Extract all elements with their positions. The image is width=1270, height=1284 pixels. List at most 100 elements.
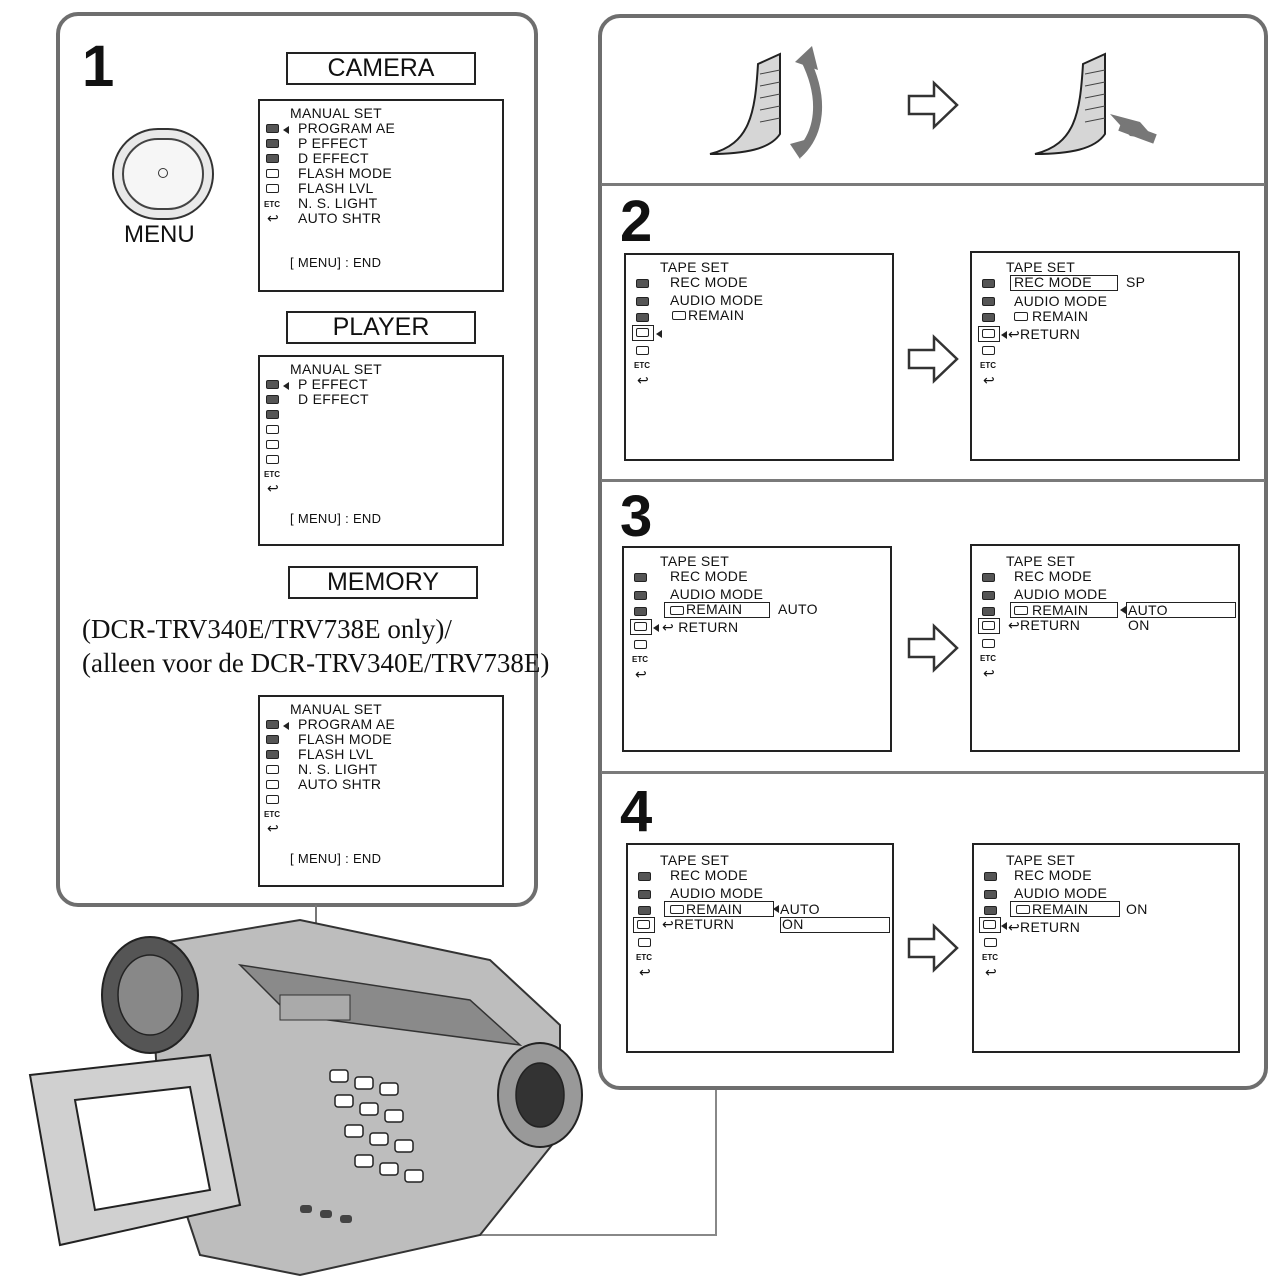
- return-icon: ↩: [267, 210, 279, 226]
- memory-set-icon: [266, 765, 279, 774]
- lcd-set-icon: [266, 750, 279, 759]
- right-arrow-icon: [907, 923, 959, 973]
- return-icon: ↩: [662, 619, 675, 635]
- lcd-set-icon: [266, 154, 279, 163]
- remain-option-auto[interactable]: AUTO: [780, 901, 820, 917]
- divider: [601, 183, 1265, 186]
- return-icon: ↩: [267, 480, 279, 496]
- tape-set-icon: [634, 622, 647, 631]
- vcr-set-icon: [266, 395, 279, 404]
- menu-item: FLASH LVL: [298, 180, 374, 196]
- audio-mode-item: AUDIO MODE: [1014, 586, 1108, 602]
- remain-option-on[interactable]: ON: [1128, 617, 1150, 633]
- menu-button[interactable]: [112, 128, 214, 220]
- step-number-4: 4: [620, 779, 653, 844]
- camera-set-icon: [982, 591, 995, 600]
- etc-icon: ETC: [982, 953, 998, 962]
- etc-icon: ETC: [980, 654, 996, 663]
- divider: [601, 771, 1265, 774]
- selected-tape-set-icon: [632, 325, 654, 341]
- tape-set-header: TAPE SET: [660, 852, 730, 868]
- camera-set-icon: [634, 591, 647, 600]
- setup-icon: [634, 640, 647, 649]
- lcd-set-icon: [636, 313, 649, 322]
- tape-set-icon: [637, 920, 650, 929]
- rec-mode-item: REC MODE: [1014, 568, 1092, 584]
- tape-set-header: TAPE SET: [1006, 259, 1076, 275]
- return-label: RETURN: [1020, 919, 1081, 935]
- selected-tape-set-icon: [978, 326, 1000, 342]
- remain-option-auto[interactable]: AUTO: [1128, 602, 1168, 618]
- return-item: ↩ RETURN: [662, 620, 738, 635]
- lcd-set-icon: [634, 607, 647, 616]
- etc-icon: ETC: [634, 361, 650, 370]
- rec-mode-item: REC MODE: [670, 568, 748, 584]
- setup-icon: [266, 184, 279, 193]
- tape-set-header: TAPE SET: [1006, 852, 1076, 868]
- audio-mode-item: AUDIO MODE: [670, 885, 764, 901]
- remain-icon: [1014, 312, 1028, 321]
- player-menu-screen: MANUAL SET ETC ↩ P EFFECT D EFFECT [ MEN…: [258, 355, 504, 546]
- return-icon: ↩: [985, 964, 997, 980]
- return-label: RETURN: [678, 619, 739, 635]
- return-icon: ↩: [639, 964, 651, 980]
- setup-icon: [638, 938, 651, 947]
- etc-icon: ETC: [632, 655, 648, 664]
- camera-set-icon: [266, 139, 279, 148]
- remain-icon: [1014, 606, 1028, 615]
- etc-icon: ETC: [264, 470, 280, 479]
- remain-selection: [1010, 901, 1120, 917]
- lcd-set-icon: [984, 906, 997, 915]
- remain-value: ON: [1126, 901, 1148, 917]
- etc-icon: ETC: [264, 810, 280, 819]
- menu-item: PROGRAM AE: [298, 716, 396, 732]
- menu-item: FLASH LVL: [298, 746, 374, 762]
- return-item: ↩RETURN: [1008, 618, 1080, 633]
- rec-mode-item: REC MODE: [670, 867, 748, 883]
- etc-icon: ETC: [980, 361, 996, 370]
- remain-icon: [1016, 905, 1030, 914]
- menu-item: AUTO SHTR: [298, 776, 382, 792]
- remain-item: REMAIN: [1032, 901, 1089, 917]
- control-dial-illustration: [709, 46, 1157, 159]
- setup-icon: [266, 795, 279, 804]
- remain-option-highlight: [1126, 602, 1236, 618]
- manual-set-icon: [982, 279, 995, 288]
- step4-before-screen: TAPE SET REC MODE AUDIO MODE REMAIN AUTO…: [626, 843, 894, 1053]
- camera-mode-title: CAMERA: [286, 52, 476, 85]
- menu-item: D EFFECT: [298, 391, 369, 407]
- tape-set-icon: [982, 329, 995, 338]
- audio-mode-item: AUDIO MODE: [670, 292, 764, 308]
- setup-icon: [982, 639, 995, 648]
- camera-menu-screen: MANUAL SET ETC ↩ PROGRAM AE P EFFECT D E…: [258, 99, 504, 292]
- camera-set-icon: [638, 890, 651, 899]
- return-icon: ↩: [1008, 617, 1021, 633]
- return-icon: ↩: [983, 372, 995, 388]
- camera-menu-header: MANUAL SET: [290, 105, 382, 121]
- right-arrow-icon: [907, 334, 959, 384]
- menu-button-label: MENU: [124, 221, 195, 248]
- return-icon: ↩: [267, 820, 279, 836]
- camera-set-icon: [982, 297, 995, 306]
- lcd-set-icon: [266, 410, 279, 419]
- etc-icon: ETC: [264, 200, 280, 209]
- audio-mode-item: AUDIO MODE: [670, 586, 764, 602]
- remain-option-on[interactable]: ON: [782, 916, 804, 932]
- divider: [601, 479, 1265, 482]
- step3-after-screen: TAPE SET REC MODE AUDIO MODE REMAIN AUTO…: [970, 544, 1240, 752]
- menu-item: PROGRAM AE: [298, 120, 396, 136]
- menu-item: N. S. LIGHT: [298, 195, 378, 211]
- menu-item: D EFFECT: [298, 150, 369, 166]
- remain-item: REMAIN: [1032, 602, 1089, 618]
- remain-selection: [1010, 602, 1118, 618]
- tape-set-icon: [266, 169, 279, 178]
- return-icon: ↩: [1008, 919, 1021, 935]
- camcorder-illustration: [28, 905, 717, 1277]
- menu-item: AUTO SHTR: [298, 210, 382, 226]
- camera-menu-footer: [ MENU] : END: [290, 255, 382, 270]
- step3-before-screen: TAPE SET REC MODE AUDIO MODE REMAIN AUTO…: [622, 546, 892, 752]
- selected-tape-set-icon: [978, 618, 1000, 634]
- return-icon: ↩: [635, 666, 647, 682]
- manual-set-icon: [984, 872, 997, 881]
- memory-menu-footer: [ MENU] : END: [290, 851, 382, 866]
